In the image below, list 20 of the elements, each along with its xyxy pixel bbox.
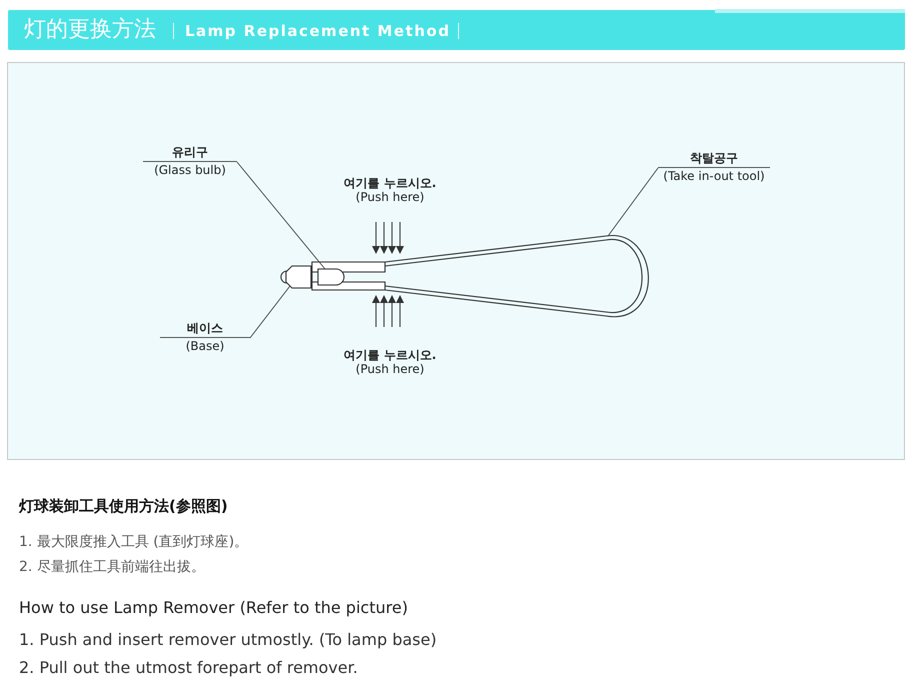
heading: 灯的更换方法: [24, 18, 156, 42]
step-text: 1. Push and insert remover utmostly. (To lamp base): [19, 630, 437, 650]
lamp-base: [280, 265, 312, 289]
section-heading: How to use Lamp Remover (Refer to the picture): [19, 598, 408, 618]
instruction-text: 여기를 누르시오.: [342, 175, 438, 191]
instruction-caption: (Push here): [354, 189, 426, 205]
instruction-caption: (Push here): [354, 361, 426, 377]
part-name: 유리구: [143, 144, 237, 162]
part-name: 착탈공구: [658, 150, 770, 168]
step-text: 1. 最大限度推入工具 (直到灯球座)。: [19, 533, 248, 551]
section-heading: 灯球装卸工具使用方法(参照图): [19, 497, 228, 516]
instruction-text: 여기를 누르시오.: [342, 347, 438, 363]
step-text: 2. Pull out the utmost forepart of remover.: [19, 658, 358, 678]
part-caption: (Glass bulb): [153, 162, 227, 179]
part-caption: (Take in-out tool): [662, 168, 766, 185]
part-name: 베이스: [160, 320, 250, 338]
subheading: Lamp Replacement Method: [185, 22, 450, 40]
remover-tool-drawing: [311, 235, 649, 317]
step-text: 2. 尽量抓住工具前端往出拔。: [19, 558, 205, 576]
part-caption: (Base): [184, 338, 226, 355]
